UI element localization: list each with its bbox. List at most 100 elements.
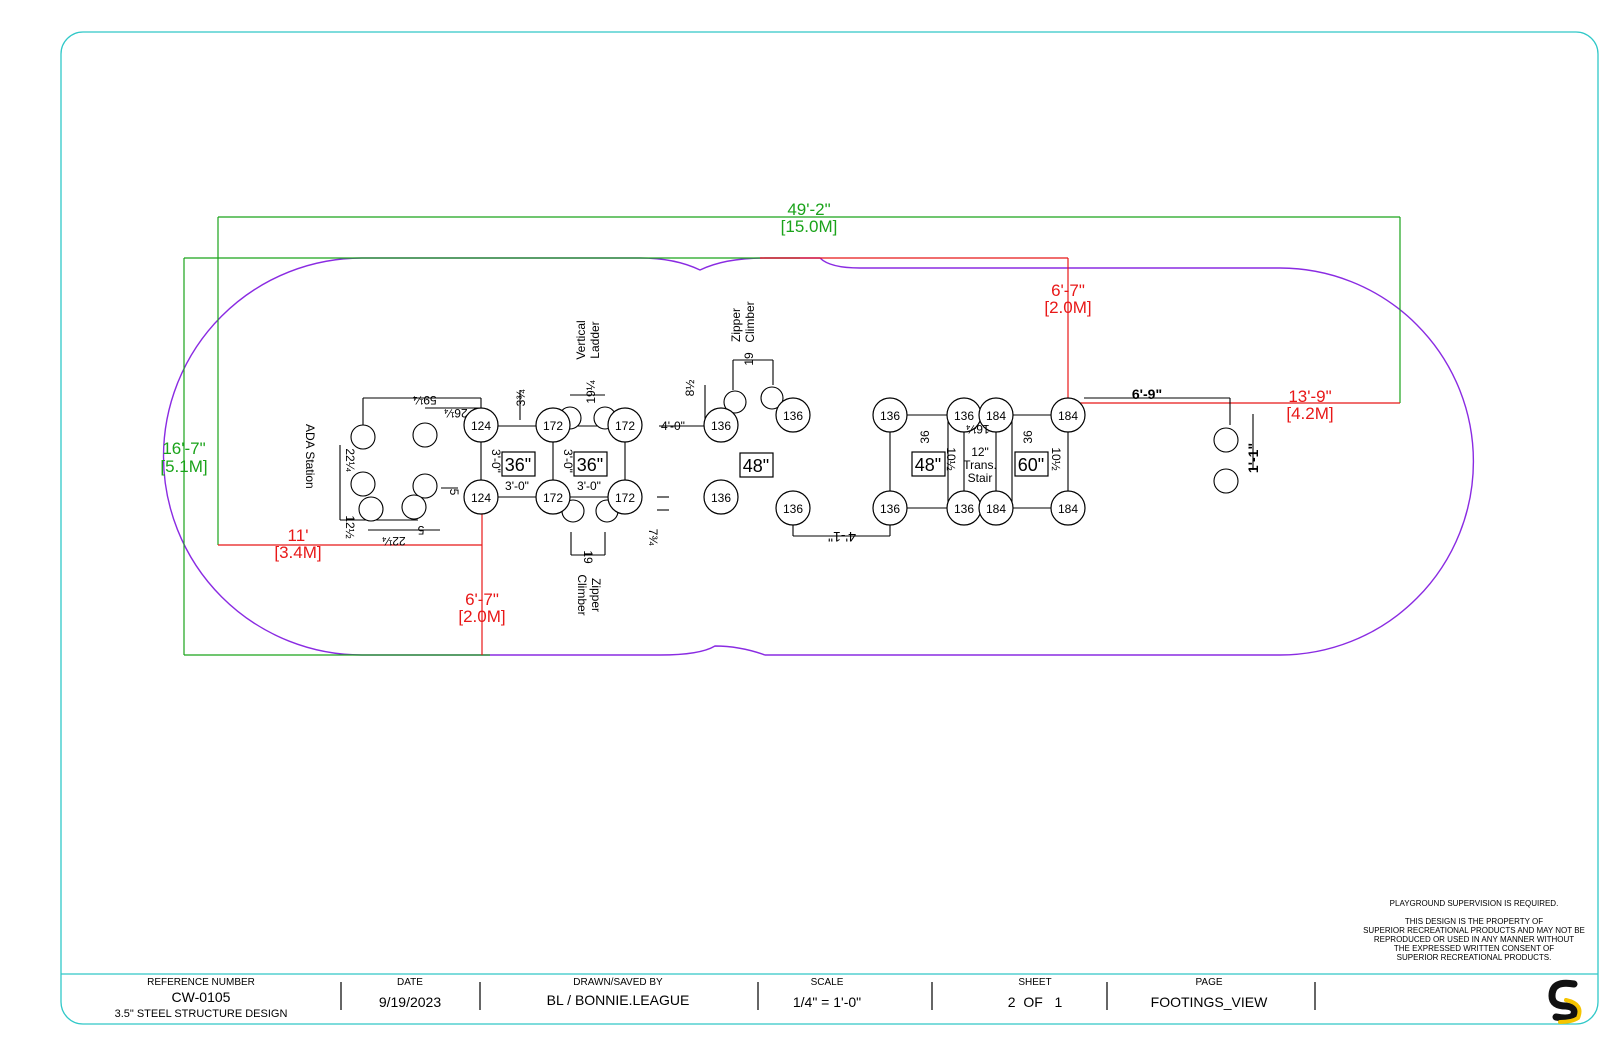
sheet-value: 2 OF 1 [1008,994,1063,1010]
overall-depth-metric: [5.1M] [160,457,207,476]
svg-text:136: 136 [711,491,731,505]
vertical-ladder-label-1: Vertical [574,320,588,359]
svg-text:3'-0": 3'-0" [577,479,601,493]
footing-right-1 [1213,427,1239,453]
date-header: DATE [397,977,423,988]
svg-text:36: 36 [1021,430,1035,444]
svg-text:136: 136 [880,502,900,516]
svg-text:4'-1": 4'-1" [828,529,856,545]
post-184-c: 184 [1050,397,1086,433]
svg-text:184: 184 [1058,409,1078,423]
svg-text:5: 5 [447,489,461,496]
footing-right-2 [1213,468,1239,494]
svg-text:1'-1": 1'-1" [1245,443,1261,473]
small-dimensions: 59¼ 26¼ 3¾ 19¼ 8½ 19 4'-0" 3'-0" 3'-0" 3… [343,352,1261,564]
svg-text:3'-0": 3'-0" [505,479,529,493]
ref-value: CW-0105 [172,989,231,1005]
overall-depth-label: 16'-7" [162,439,205,458]
scale-value: 1/4" = 1'-0" [793,994,861,1010]
drawn-value: BL / BONNIE.LEAGUE [547,992,690,1008]
footing-ada-3 [350,471,376,497]
svg-text:136: 136 [880,409,900,423]
post-136-d: 136 [775,490,811,526]
svg-text:136: 136 [954,409,974,423]
footing-ada-1 [350,424,376,450]
overall-width-label: 49'-2" [787,200,830,219]
svg-text:172: 172 [615,419,635,433]
svg-text:22¼: 22¼ [381,534,405,548]
post-184-a: 184 [978,397,1014,433]
svg-text:36": 36" [505,455,531,475]
svg-text:136: 136 [954,502,974,516]
post-136-a: 136 [703,407,739,443]
notes: PLAYGROUND SUPERVISION IS REQUIRED. THIS… [1363,899,1585,962]
zipper-climber-top-2: Climber [743,301,757,342]
deck-48-b: 48" [911,451,946,477]
post-172-a: 172 [535,407,571,443]
svg-text:8½: 8½ [683,380,697,397]
post-172-b: 172 [607,407,643,443]
svg-text:48": 48" [915,455,941,475]
title-block: REFERENCE NUMBER CW-0105 3.5" STEEL STRU… [115,977,1316,1020]
right-offset-label: 13'-9" [1288,387,1331,406]
svg-text:3'-0": 3'-0" [561,449,575,473]
bottom-offset-label: 6'-7" [465,590,499,609]
svg-text:136: 136 [783,409,803,423]
property-note-4: THE EXPRESSED WRITTEN CONSENT OF [1394,944,1554,953]
svg-text:22¼: 22¼ [343,448,357,472]
left-offset-label: 11' [288,526,309,545]
drawn-header: DRAWN/SAVED BY [573,977,663,988]
svg-text:10½: 10½ [944,447,958,470]
trans-stair-label-2: Trans. [963,458,997,472]
svg-text:36": 36" [577,455,603,475]
scale-header: SCALE [811,977,844,988]
svg-text:16¼: 16¼ [965,422,989,436]
svg-text:48": 48" [743,456,769,476]
footing-ada-5 [358,496,384,522]
svg-text:36: 36 [918,430,932,444]
deck-48-a: 48" [739,452,774,478]
svg-text:6'-9": 6'-9" [1132,386,1162,402]
svg-text:4'-0": 4'-0" [661,419,685,433]
svg-text:124: 124 [471,491,491,505]
supervision-note: PLAYGROUND SUPERVISION IS REQUIRED. [1390,899,1559,908]
right-offset-metric: [4.2M] [1286,404,1333,423]
svg-text:3¾: 3¾ [514,389,528,407]
company-logo-icon [1548,979,1582,1024]
post-136-e: 136 [872,397,908,433]
footing-circles-small [350,386,1239,523]
posts: 124 124 172 172 172 172 136 136 136 136 … [463,397,1086,526]
post-136-g: 136 [946,397,982,433]
svg-text:26¼: 26¼ [443,406,467,420]
post-136-b: 136 [703,479,739,515]
svg-text:60": 60" [1018,455,1044,475]
sheet-header: SHEET [1018,977,1051,988]
trans-stair-label-3: Stair [968,471,993,485]
red-dimensions [218,257,1400,655]
post-172-c: 172 [535,479,571,515]
property-note-3: REPRODUCED OR USED IN ANY MANNER WITHOUT [1374,935,1574,944]
top-offset-metric: [2.0M] [1044,298,1091,317]
deck-36-b: 36" [573,451,608,477]
date-value: 9/19/2023 [379,994,441,1010]
safety-zone-outline [162,257,1475,656]
svg-text:172: 172 [543,491,563,505]
post-172-d: 172 [607,479,643,515]
deck-36-a: 36" [501,451,536,477]
post-124-bottom: 124 [463,479,499,515]
svg-text:3'-0": 3'-0" [489,449,503,473]
ada-station-label: ADA Station [303,424,317,489]
deck-60: 60" [1014,451,1049,477]
svg-text:7¾: 7¾ [646,529,660,547]
footing-ada-2 [412,422,438,448]
svg-text:136: 136 [783,502,803,516]
svg-text:184: 184 [986,409,1006,423]
property-note-5: SUPERIOR RECREATIONAL PRODUCTS. [1397,953,1552,962]
zipper-climber-bottom-1: Zipper [589,578,603,612]
footing-ada-4 [412,473,438,499]
overall-depth-dimension [183,257,800,656]
post-184-b: 184 [978,490,1014,526]
post-124-top: 124 [463,407,499,443]
post-136-c: 136 [775,397,811,433]
